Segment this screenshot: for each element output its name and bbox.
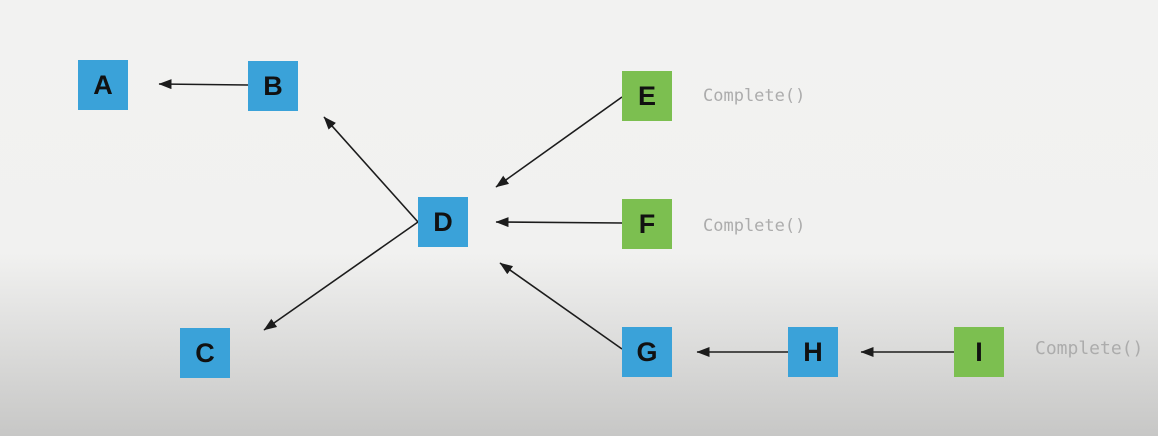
node-E: E <box>622 71 672 121</box>
node-A: A <box>78 60 128 110</box>
node-I: I <box>954 327 1004 377</box>
edge-D-to-B <box>323 116 419 223</box>
edge-D-to-C <box>263 221 419 331</box>
node-F: F <box>622 199 672 249</box>
node-C: C <box>180 328 230 378</box>
annotation-complete-I: Complete() <box>1035 338 1144 359</box>
edge-F-to-D <box>495 217 623 228</box>
node-D: D <box>418 197 468 247</box>
annotation-complete-F: Complete() <box>703 216 806 236</box>
edge-G-to-D <box>499 262 623 350</box>
annotation-complete-E: Complete() <box>703 86 806 106</box>
node-H: H <box>788 327 838 377</box>
edge-B-to-A <box>158 79 249 90</box>
node-B: B <box>248 61 298 111</box>
edge-E-to-D <box>495 96 623 188</box>
node-G: G <box>622 327 672 377</box>
